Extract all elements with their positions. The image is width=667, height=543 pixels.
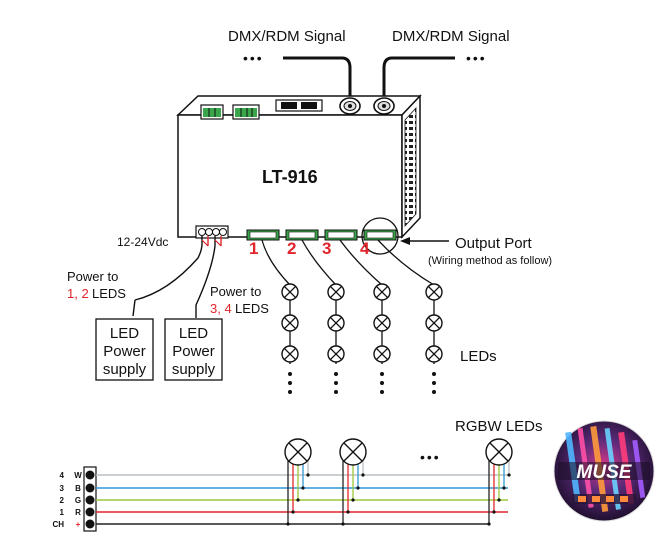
dmx-signal-label-left: DMX/RDM Signal [228,28,346,45]
led-chain-4 [425,283,443,394]
muse-logo-text: MUSE [577,462,633,483]
muse-logo: MUSE [553,420,655,522]
power-label-1-prefix: Power to [67,269,118,284]
rj45-ports [275,99,323,112]
dmx-dots-right: ••• [466,50,487,66]
model-name: LT-916 [262,167,318,187]
svg-text:Power: Power [103,343,146,360]
svg-text:LED: LED [179,325,208,342]
continuation-dot [334,390,338,394]
continuation-dot [380,372,384,376]
output-terminal-3 [324,229,358,241]
led-lamp-icon [281,314,299,332]
output-terminal-1 [246,229,280,241]
output-port-highlight-circle [361,217,399,255]
port-number-1: 1 [249,239,258,258]
dmx-signal-label-right: DMX/RDM Signal [392,28,510,45]
terminal-row-channel: B [75,484,81,493]
rgbw-terminal-block [83,466,97,532]
terminal-row-channel: W [74,471,82,480]
led-lamp-icon [373,314,391,332]
leds-label: LEDs [460,348,497,365]
rgbw-led-1 [284,438,312,526]
port-number-2: 2 [287,239,296,258]
dmx-dots-left: ••• [243,50,264,66]
led-lamp-icon [281,345,299,363]
rgbw-leds [284,438,513,526]
svg-text:supply: supply [103,361,147,378]
led-lamp-icon [339,438,367,466]
port-number-4: 4 [360,239,370,258]
led-lamp-icon [373,345,391,363]
continuation-dot [380,390,384,394]
terminal-row-number: 1 [60,508,65,517]
svg-text:Power: Power [172,343,215,360]
terminal-row-number: CH [52,520,64,529]
output-terminal-4 [363,229,397,241]
led-lamp-icon [425,345,443,363]
led-chains [281,283,443,394]
output-port-subtitle: (Wiring method as follow) [428,255,552,267]
dmx-cable-left [283,56,352,100]
continuation-dot [432,390,436,394]
power-wires [134,236,222,318]
led-lamp-icon [373,283,391,301]
led-lamp-icon [327,314,345,332]
power-label-1-ports: 1, 2 [67,286,89,301]
continuation-dot [288,381,292,385]
rgbw-bus-wires [96,474,508,525]
port-number-3: 3 [322,239,331,258]
led-lamp-icon [425,283,443,301]
power-label-2-prefix: Power to [210,284,261,299]
xlr-socket-out [373,97,395,115]
output-wires [261,239,435,286]
led-chain-1 [281,283,299,394]
continuation-dot [334,381,338,385]
led-lamp-icon [485,438,513,466]
terminal-row-channel: R [75,508,81,517]
top-terminal-block-1 [200,104,224,120]
output-port-title: Output Port [455,235,533,252]
continuation-dot [288,390,292,394]
terminal-row-number: 4 [60,471,65,480]
led-lamp-icon [281,283,299,301]
rgbw-led-2 [339,438,367,526]
led-lamp-icon [327,345,345,363]
power-label-1-suffix: LEDS [92,286,126,301]
terminal-row-number: 2 [60,496,65,505]
terminal-row-channel: + [76,520,81,529]
power-input-terminal [195,225,229,239]
continuation-dot [334,372,338,376]
terminal-row-number: 3 [60,484,65,493]
led-lamp-icon [327,283,345,301]
svg-text:LED: LED [110,325,139,342]
continuation-dot [432,372,436,376]
terminal-row-channel: G [75,496,81,505]
continuation-dot [380,381,384,385]
led-chain-2 [327,283,345,394]
dmx-cable-right [382,56,455,100]
led-chain-3 [373,283,391,394]
continuation-dot [288,372,292,376]
power-label-2-ports: 3, 4 [210,301,232,316]
xlr-socket-in [339,97,361,115]
voltage-label: 12-24Vdc [117,235,168,249]
continuation-dot [432,381,436,385]
rgbw-led-3 [485,438,513,526]
led-lamp-icon [425,314,443,332]
lt-916-controller: LT-916 [176,94,422,255]
rgbw-leds-label: RGBW LEDs [455,418,543,435]
top-terminal-block-2 [232,104,260,120]
led-power-supply-2: LED Power supply [164,318,223,381]
svg-text:supply: supply [172,361,216,378]
led-power-supply-1: LED Power supply [95,318,154,381]
power-label-2-suffix: LEDS [235,301,269,316]
rgbw-ellipsis: ••• [420,449,441,465]
led-lamp-icon [284,438,312,466]
